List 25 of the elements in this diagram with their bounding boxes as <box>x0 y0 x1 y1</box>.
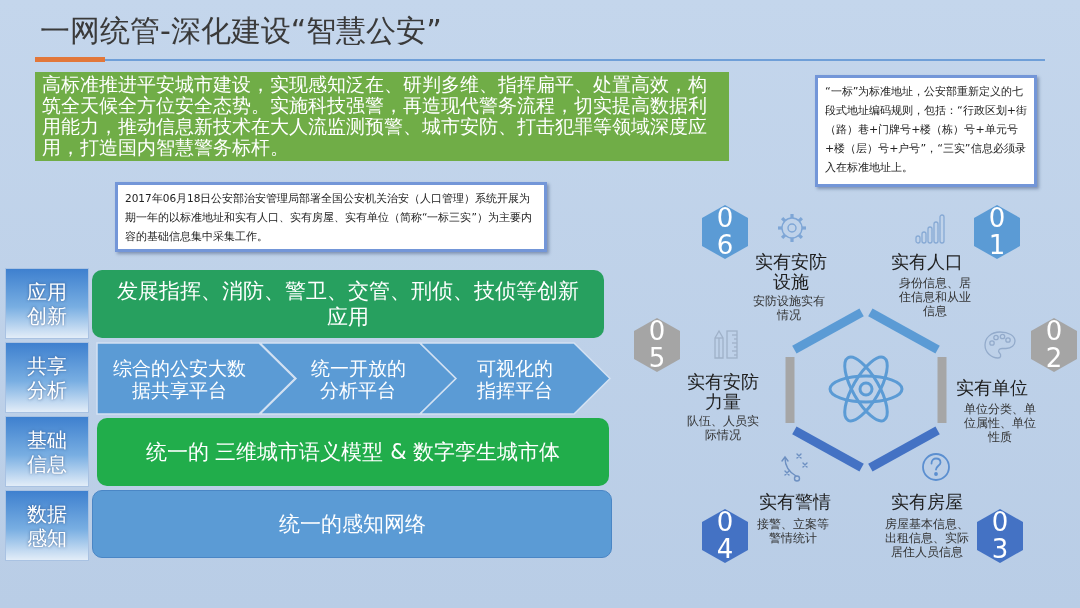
category-description: 单位分类、单位属性、单位性质 <box>963 402 1037 444</box>
layer-label: 应用创新 <box>5 268 89 339</box>
category-description: 身份信息、居住信息和从业信息 <box>898 276 972 318</box>
category-heading: 实有安防力量 <box>686 372 760 412</box>
category-description: 接警、立案等警情统计 <box>756 517 830 545</box>
category-heading: 实有安防设施 <box>754 252 828 292</box>
process-step: 可视化的指挥平台 <box>420 343 610 414</box>
layer-label: 数据感知 <box>5 490 89 561</box>
note-card: “一标”为标准地址，公安部重新定义的七段式地址编码规则，包括：“行政区划+街（路）巷+门牌号+楼（栋）号+单元号+楼（层）号+户号”，“三实”信息必须录入在标准地址上。 <box>815 75 1037 187</box>
slide-title: 一网统管-深化建设“智慧公安” <box>40 12 442 50</box>
category-description: 队伍、人员实际情况 <box>686 414 760 442</box>
layer-bar: 统一的 三维城市语义模型 & 数字孪生城市体 <box>97 418 609 486</box>
category-heading: 实有单位 <box>955 378 1029 398</box>
layer-label: 基础信息 <box>5 416 89 487</box>
category-heading: 实有警情 <box>758 492 832 512</box>
process-step: 综合的公安大数据共享平台 <box>97 343 295 414</box>
layer-bar: 发展指挥、消防、警卫、交管、刑侦、技侦等创新应用 <box>92 270 604 338</box>
category-heading: 实有人口 <box>890 252 964 272</box>
summary-panel: 高标准推进平安城市建设，实现感知泛在、研判多维、指挥扁平、处置高效，构筑全天候全方位安全态势。实施科技强警，再造现代警务流程，切实提高数据利用能力，推动信息新技术在大人流监测预警、城市安防、打击犯罪等领域深度应用，打造国内智慧警务标杆。 <box>35 72 729 161</box>
layer-label: 共享分析 <box>5 342 89 413</box>
layer-bar: 统一的感知网络 <box>92 490 612 558</box>
category-description: 安防设施实有情况 <box>752 294 826 322</box>
note-card: 2017年06月18日公安部治安管理局部署全国公安机关治安（人口管理）系统开展为期一年的以标准地址和实有人口、实有房屋、实有单位（简称“一标三实”）为主要内容的基础信息集中采集工作。 <box>115 182 547 252</box>
category-heading: 实有房屋 <box>890 492 964 512</box>
category-description: 房屋基本信息、出租信息、实际居住人员信息 <box>884 517 970 559</box>
